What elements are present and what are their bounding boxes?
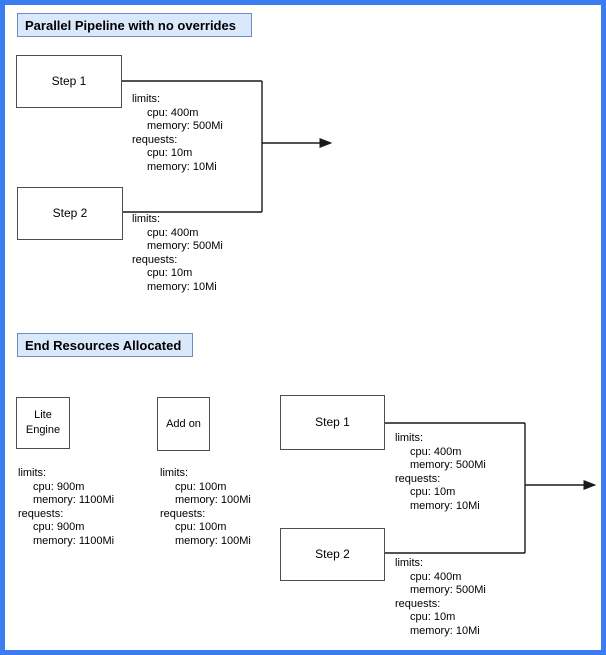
request-memory: memory: 10Mi bbox=[410, 499, 480, 512]
request-cpu: cpu: 10m bbox=[410, 486, 456, 498]
request-cpu: cpu: 10m bbox=[410, 611, 456, 623]
node-label: Add on bbox=[166, 417, 201, 430]
node-bottom-step2: Step 2 bbox=[280, 528, 385, 581]
limit-memory: memory: 1100Mi bbox=[33, 494, 115, 506]
node-label-line1: Lite bbox=[34, 409, 52, 421]
requests-header: requests: bbox=[160, 507, 206, 520]
resource-block-top-step2: limits: cpu: 400m memory: 500Mi requests… bbox=[132, 213, 223, 294]
requests-header: requests: bbox=[395, 472, 441, 485]
request-memory: memory: 10Mi bbox=[147, 280, 217, 293]
request-memory: memory: 100Mi bbox=[175, 534, 251, 547]
limit-cpu: cpu: 400m bbox=[147, 106, 199, 119]
limits-header: limits: bbox=[395, 432, 424, 444]
limits-header: limits: bbox=[160, 467, 189, 479]
request-cpu: cpu: 900m bbox=[33, 521, 85, 533]
limits-header: limits: bbox=[395, 557, 424, 569]
node-lite-engine: Lite Engine bbox=[16, 397, 70, 449]
requests-header: requests: bbox=[18, 507, 64, 520]
requests-header: requests: bbox=[132, 133, 178, 146]
request-cpu: cpu: 100m bbox=[175, 521, 227, 533]
resource-block-bottom-step2: limits: cpu: 400m memory: 500Mi requests… bbox=[395, 557, 486, 638]
limits-header: limits: bbox=[18, 467, 47, 479]
request-cpu: cpu: 10m bbox=[147, 267, 193, 279]
arrow-top-head-icon bbox=[319, 137, 333, 149]
limit-memory: memory: 500Mi bbox=[147, 240, 223, 252]
section-title-end-resources: End Resources Allocated bbox=[17, 333, 193, 357]
limit-memory: memory: 500Mi bbox=[147, 120, 223, 132]
request-cpu: cpu: 10m bbox=[147, 147, 193, 159]
resource-block-bottom-step1: limits: cpu: 400m memory: 500Mi requests… bbox=[395, 432, 486, 513]
node-label: Step 2 bbox=[315, 547, 350, 561]
request-memory: memory: 1100Mi bbox=[33, 534, 115, 547]
arrow-bottom-head-icon bbox=[583, 479, 597, 491]
limit-memory: memory: 100Mi bbox=[175, 494, 251, 506]
node-add-on: Add on bbox=[157, 397, 210, 451]
limit-memory: memory: 500Mi bbox=[410, 584, 486, 596]
limit-cpu: cpu: 400m bbox=[410, 445, 462, 458]
request-memory: memory: 10Mi bbox=[147, 160, 217, 173]
requests-header: requests: bbox=[132, 253, 178, 266]
resource-block-add-on: limits: cpu: 100m memory: 100Mi requests… bbox=[160, 467, 251, 548]
request-memory: memory: 10Mi bbox=[410, 624, 480, 637]
limit-memory: memory: 500Mi bbox=[410, 459, 486, 471]
node-label: Step 2 bbox=[52, 206, 88, 220]
resource-block-top-step1: limits: cpu: 400m memory: 500Mi requests… bbox=[132, 93, 223, 174]
section-title-parallel-pipeline: Parallel Pipeline with no overrides bbox=[17, 13, 252, 37]
requests-header: requests: bbox=[395, 597, 441, 610]
limit-cpu: cpu: 400m bbox=[410, 570, 462, 583]
node-bottom-step1: Step 1 bbox=[280, 395, 385, 450]
limit-cpu: cpu: 900m bbox=[33, 480, 85, 493]
limits-header: limits: bbox=[132, 93, 161, 105]
node-label-line2: Engine bbox=[25, 424, 61, 436]
node-label: Step 1 bbox=[315, 415, 350, 429]
resource-block-lite-engine: limits: cpu: 900m memory: 1100Mi request… bbox=[18, 467, 114, 548]
node-top-step2: Step 2 bbox=[17, 187, 123, 240]
node-top-step1: Step 1 bbox=[16, 55, 122, 108]
limit-cpu: cpu: 400m bbox=[147, 226, 199, 239]
limit-cpu: cpu: 100m bbox=[175, 480, 227, 493]
limits-header: limits: bbox=[132, 213, 161, 225]
node-label: Step 1 bbox=[51, 74, 87, 88]
